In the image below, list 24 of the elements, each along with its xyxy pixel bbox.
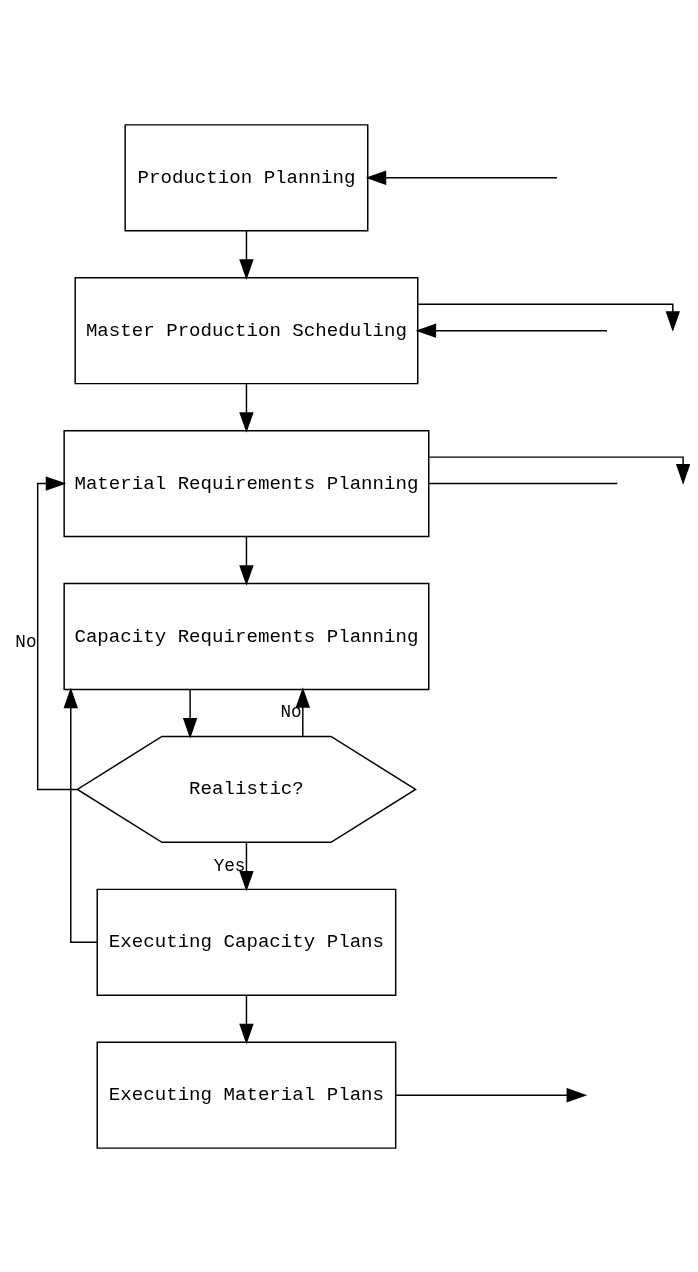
arrow xyxy=(182,688,198,739)
node-box: Capacity Requirements Planning xyxy=(63,582,430,690)
edge-label: Yes xyxy=(213,855,246,876)
arrow xyxy=(239,535,254,586)
edge-label: No xyxy=(15,631,37,652)
node-box: Master Production Scheduling xyxy=(74,276,419,384)
arrow xyxy=(395,1087,588,1102)
arrow xyxy=(36,475,78,790)
node-box: Material Requirements Planning xyxy=(63,429,430,537)
arrow xyxy=(428,455,690,485)
arrow xyxy=(239,382,254,433)
connector xyxy=(428,482,619,484)
node-box: Executing Capacity Plans xyxy=(96,888,397,996)
arrow xyxy=(63,687,98,943)
arrow xyxy=(239,994,254,1044)
arrow xyxy=(295,686,310,737)
node-box: Production Planning xyxy=(124,123,369,231)
arrow xyxy=(415,323,608,338)
edge-label: No xyxy=(280,701,302,722)
arrow xyxy=(239,229,254,280)
node-box: Executing Material Plans xyxy=(96,1041,397,1149)
arrow xyxy=(365,170,558,185)
arrow xyxy=(239,841,254,892)
arrow xyxy=(417,303,680,332)
